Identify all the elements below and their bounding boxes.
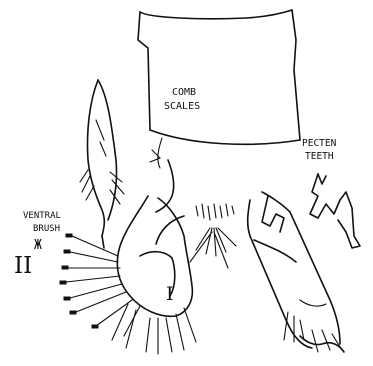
comb-scales-patch [156, 160, 234, 220]
pecten-tooth-detail [310, 174, 360, 248]
label-comb-scales: COMB SCALES [164, 87, 200, 112]
comb-scale-leader [158, 138, 162, 168]
segment-x-saddle [117, 196, 192, 316]
label-comb-line1: COMB [172, 87, 196, 98]
label-pecten-teeth: PECTEN TEETH [302, 138, 337, 162]
ventral-brush [60, 234, 140, 336]
siphon [248, 192, 344, 352]
label-segment-x: I [166, 283, 174, 305]
central-hair-bundle [190, 228, 236, 268]
label-ventral-line1: VENTRAL [23, 211, 61, 221]
label-comb-line2: SCALES [164, 101, 200, 112]
label-segment-ix: II [14, 253, 32, 279]
segment-body [138, 10, 300, 144]
label-ventral-mark: Ж [34, 238, 42, 253]
comb-scale-detail [80, 80, 124, 248]
label-ventral-brush: VENTRAL BRUSH Ж [23, 211, 61, 253]
label-ventral-line2: BRUSH [33, 224, 60, 234]
label-pecten-line1: PECTEN [302, 138, 337, 149]
label-pecten-line2: TEETH [305, 151, 334, 162]
